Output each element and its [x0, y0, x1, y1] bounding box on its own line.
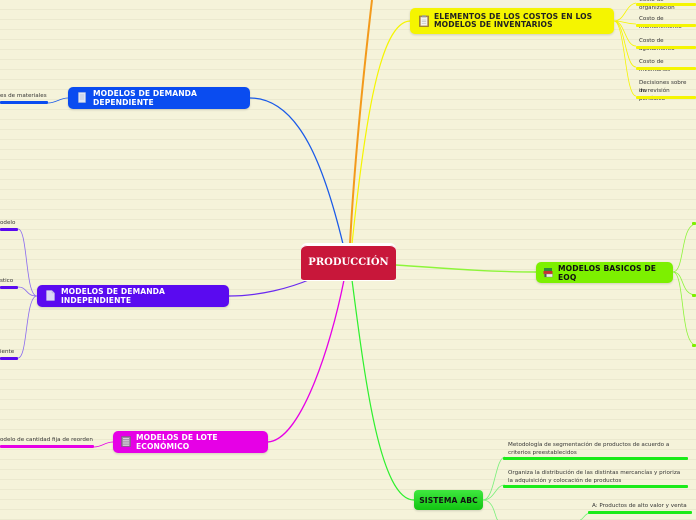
building-icon: [121, 436, 131, 448]
leaf-underline: [0, 286, 18, 289]
node-label: MODELOS BASICOS DE EOQ: [558, 263, 657, 282]
leaf-underline: [0, 357, 18, 360]
leaf-costo-inventarios[interactable]: Costo de inventarios: [639, 59, 671, 73]
leaf-organiza-line2[interactable]: la adquisición y colocación de productos: [508, 478, 622, 484]
clipboard-icon: [419, 15, 429, 27]
leaf-underline: [636, 46, 696, 49]
document-icon: [78, 92, 88, 104]
leaf-underline: [692, 344, 696, 347]
leaf-estocastico[interactable]: stico: [0, 278, 14, 284]
leaf-underline: [0, 101, 48, 104]
leaf-cantidad-fija[interactable]: odelo de cantidad fija de reorden: [0, 437, 93, 443]
leaf-underline: [692, 294, 696, 297]
leaf-metodologia-line2[interactable]: criterios preestablecidos: [508, 450, 577, 456]
node-demanda-independiente[interactable]: MODELOS DE DEMANDA INDEPENDIENTE: [37, 285, 229, 307]
leaf-costo-agotamiento[interactable]: Costo de agotamiento: [639, 38, 675, 52]
leaf-decisiones-line2[interactable]: de revisión periódica: [639, 88, 670, 102]
leaf-materiales[interactable]: es de materiales: [0, 93, 47, 99]
node-sistema-abc[interactable]: SISTEMA ABC: [414, 490, 483, 510]
leaf-underline: [503, 457, 688, 460]
node-label: MODELOS DE LOTE ECONÓMICO: [136, 433, 218, 451]
node-label: SISTEMA ABC: [419, 495, 478, 505]
leaf-underline: [636, 96, 696, 99]
leaf-categoria-a[interactable]: A: Productos de alto valor y venta: [592, 503, 687, 509]
node-label: MODELOS DE DEMANDA INDEPENDIENTE: [61, 287, 166, 305]
leaf-underline: [0, 228, 18, 231]
leaf-metodologia-line1[interactable]: Metodología de segmentación de productos…: [508, 442, 670, 448]
leaf-underline: [588, 511, 692, 514]
leaf-underline: [503, 485, 688, 488]
leaf-decisiones-line1[interactable]: Decisiones sobre inv: [639, 80, 687, 94]
node-modelos-basicos-eoq[interactable]: MODELOS BASICOS DE EOQ: [536, 262, 673, 283]
leaf-underline: [636, 24, 696, 27]
leaf-costo-organizacion[interactable]: Costo de organización: [639, 0, 675, 11]
leaf-underline: [0, 445, 94, 448]
leaf-modelo[interactable]: odelo: [0, 220, 16, 226]
leaf-underline: [636, 67, 696, 70]
node-label: MODELOS DE DEMANDA DEPENDIENTE: [93, 89, 198, 107]
leaf-organiza-line1[interactable]: Organiza la distribución de las distinta…: [508, 470, 681, 476]
node-lote-economico[interactable]: MODELOS DE LOTE ECONÓMICO: [113, 431, 268, 453]
leaf-independiente[interactable]: iente: [0, 349, 15, 355]
leaf-underline: [636, 3, 696, 6]
root-label: PRODUCCIÓN: [308, 257, 389, 268]
node-label-line1: ELEMENTOS DE LOS COSTOS EN LOS: [434, 12, 593, 21]
leaf-costo-mantenimiento[interactable]: Costo de mantenimiento: [639, 16, 682, 30]
node-label-line2: MODELOS DE INVENTARIOS: [434, 20, 553, 29]
node-demanda-dependiente[interactable]: MODELOS DE DEMANDA DEPENDIENTE: [68, 87, 250, 109]
leaf-underline: [692, 222, 696, 225]
books-icon: [543, 267, 553, 279]
root-node-produccion[interactable]: PRODUCCIÓN: [301, 244, 396, 281]
node-elementos-costos[interactable]: ELEMENTOS DE LOS COSTOS EN LOS MODELOS D…: [410, 8, 614, 34]
document-icon: [46, 290, 56, 302]
